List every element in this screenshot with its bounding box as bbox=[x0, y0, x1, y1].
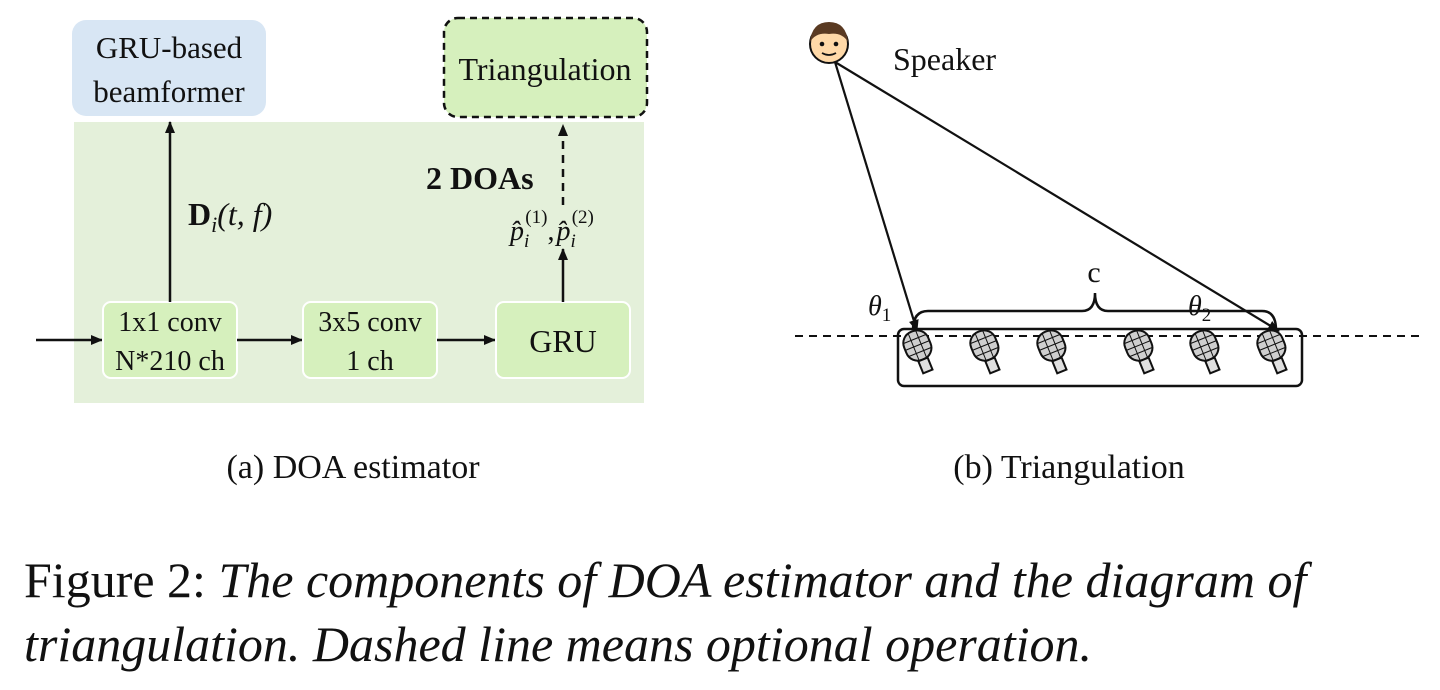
conv3x5-box: 3x5 conv 1 ch bbox=[302, 301, 438, 379]
figure-caption: Figure 2: The components of DOA estimato… bbox=[24, 548, 1434, 676]
d-output-label: Di(t, f) bbox=[188, 196, 272, 237]
microphone-icon bbox=[1252, 325, 1295, 378]
microphone-icon bbox=[1119, 325, 1162, 378]
gru-label: GRU bbox=[529, 323, 597, 359]
conv3x5-label-line2: 1 ch bbox=[346, 346, 393, 377]
conv3x5-label-line1: 3x5 conv bbox=[318, 307, 421, 338]
conv1x1-box: 1x1 conv N*210 ch bbox=[102, 301, 238, 379]
panel-b-sublabel: (b) Triangulation bbox=[953, 449, 1184, 486]
panel-a-doa-estimator: GRU-based beamformer Triangulation 1x1 c… bbox=[36, 16, 649, 486]
d-symbol: D bbox=[188, 196, 211, 232]
p1-symbol: p̂ bbox=[508, 216, 524, 247]
distance-label: c bbox=[1087, 256, 1100, 289]
p2-symbol: p̂ bbox=[554, 216, 570, 247]
speaker-label: Speaker bbox=[893, 41, 996, 77]
theta1-label: θ1 bbox=[868, 291, 891, 326]
d-subscript: i bbox=[211, 212, 217, 237]
microphone-array-frame bbox=[896, 327, 1304, 388]
microphone-icon bbox=[1185, 325, 1228, 378]
ray-to-mic-6 bbox=[834, 61, 1280, 332]
doa-estimates-label: p̂i(1),p̂i(2) bbox=[508, 207, 594, 252]
conv1x1-label-line2: N*210 ch bbox=[115, 346, 225, 377]
theta1-symbol: θ bbox=[868, 291, 882, 322]
p1-superscript: (1) bbox=[525, 207, 547, 228]
gru-box: GRU bbox=[495, 301, 631, 379]
ray-to-mic-1 bbox=[833, 61, 919, 332]
triangulation-box-label: Triangulation bbox=[458, 51, 631, 87]
panel-b-triangulation: Speaker c θ1 θ2 (b) Triangulation bbox=[795, 22, 1420, 486]
d-arguments: (t, f) bbox=[217, 196, 272, 232]
theta2-symbol: θ bbox=[1188, 291, 1202, 322]
theta1-subscript: 1 bbox=[882, 305, 892, 326]
caption-text: The components of DOA estimator and the … bbox=[24, 552, 1307, 672]
p1-subscript: i bbox=[524, 231, 529, 252]
microphone-icon bbox=[898, 325, 941, 378]
p2-subscript: i bbox=[570, 231, 575, 252]
distance-brace bbox=[911, 292, 1278, 331]
doas-label: 2 DOAs bbox=[426, 160, 534, 196]
speaker-face-icon bbox=[809, 22, 849, 64]
p2-superscript: (2) bbox=[572, 207, 594, 228]
caption-prefix: Figure 2: bbox=[24, 552, 206, 608]
panel-a-sublabel: (a) DOA estimator bbox=[226, 449, 480, 486]
microphone-icon bbox=[965, 325, 1008, 378]
figure-canvas: GRU-based beamformer Triangulation 1x1 c… bbox=[36, 16, 1420, 486]
theta2-label: θ2 bbox=[1188, 291, 1211, 326]
beamformer-label-line1: GRU-based bbox=[96, 30, 243, 65]
triangulation-box: Triangulation bbox=[442, 16, 649, 119]
conv1x1-label-line1: 1x1 conv bbox=[118, 307, 221, 338]
theta2-subscript: 2 bbox=[1202, 305, 1212, 326]
beamformer-box: GRU-based beamformer bbox=[72, 20, 266, 116]
microphone-icon bbox=[1032, 325, 1075, 378]
p-separator: , bbox=[547, 216, 554, 247]
beamformer-label-line2: beamformer bbox=[93, 74, 245, 109]
